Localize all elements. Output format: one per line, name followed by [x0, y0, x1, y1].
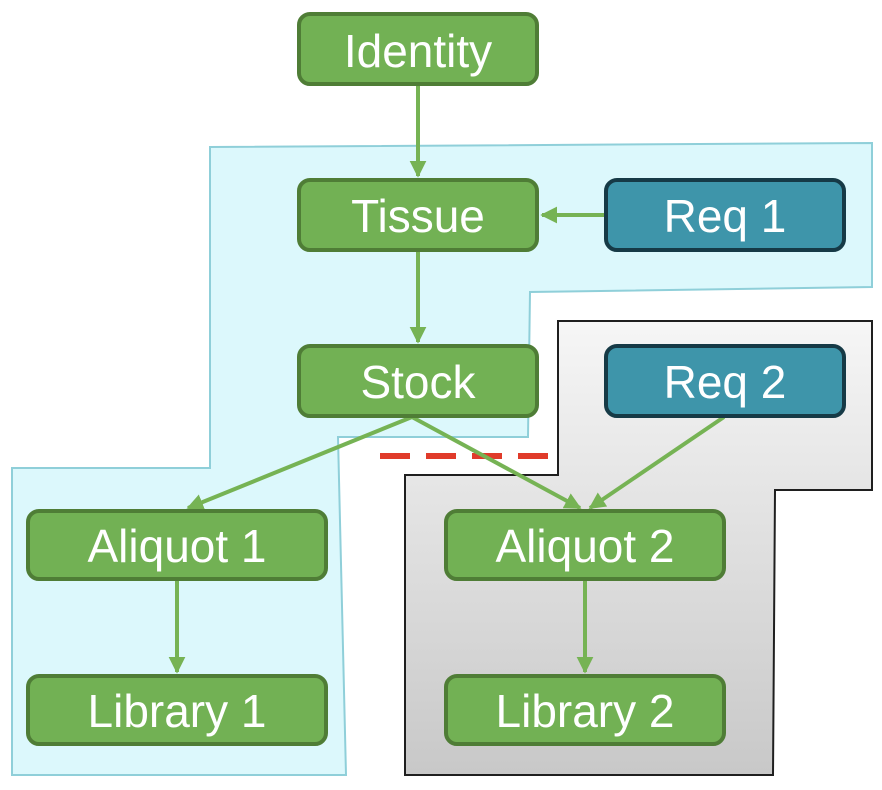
node-tissue[interactable]: Tissue: [297, 178, 539, 252]
edge-stock-aliquot1: [186, 415, 413, 511]
node-req1[interactable]: Req 1: [604, 178, 846, 252]
node-identity[interactable]: Identity: [297, 12, 539, 86]
node-aliquot1-label: Aliquot 1: [87, 520, 266, 572]
node-aliquot1[interactable]: Aliquot 1: [26, 509, 328, 581]
node-req1-label: Req 1: [664, 190, 787, 242]
req1-scope-region: [11, 141, 873, 776]
node-req2-label: Req 2: [664, 356, 787, 408]
node-identity-label: Identity: [344, 25, 492, 77]
node-aliquot2-label: Aliquot 2: [495, 520, 674, 572]
edge-req2-aliquot2: [588, 415, 726, 510]
node-stock-label: Stock: [360, 356, 476, 408]
node-req2[interactable]: Req 2: [604, 344, 846, 418]
node-aliquot2[interactable]: Aliquot 2: [444, 509, 726, 581]
edge-stock-aliquot2: [411, 415, 582, 510]
node-library1-label: Library 1: [88, 685, 267, 737]
node-library2-label: Library 2: [496, 685, 675, 737]
node-library2[interactable]: Library 2: [444, 674, 726, 746]
node-library1[interactable]: Library 1: [26, 674, 328, 746]
node-tissue-label: Tissue: [351, 190, 485, 242]
node-stock[interactable]: Stock: [297, 344, 539, 418]
edges: [168, 84, 726, 674]
